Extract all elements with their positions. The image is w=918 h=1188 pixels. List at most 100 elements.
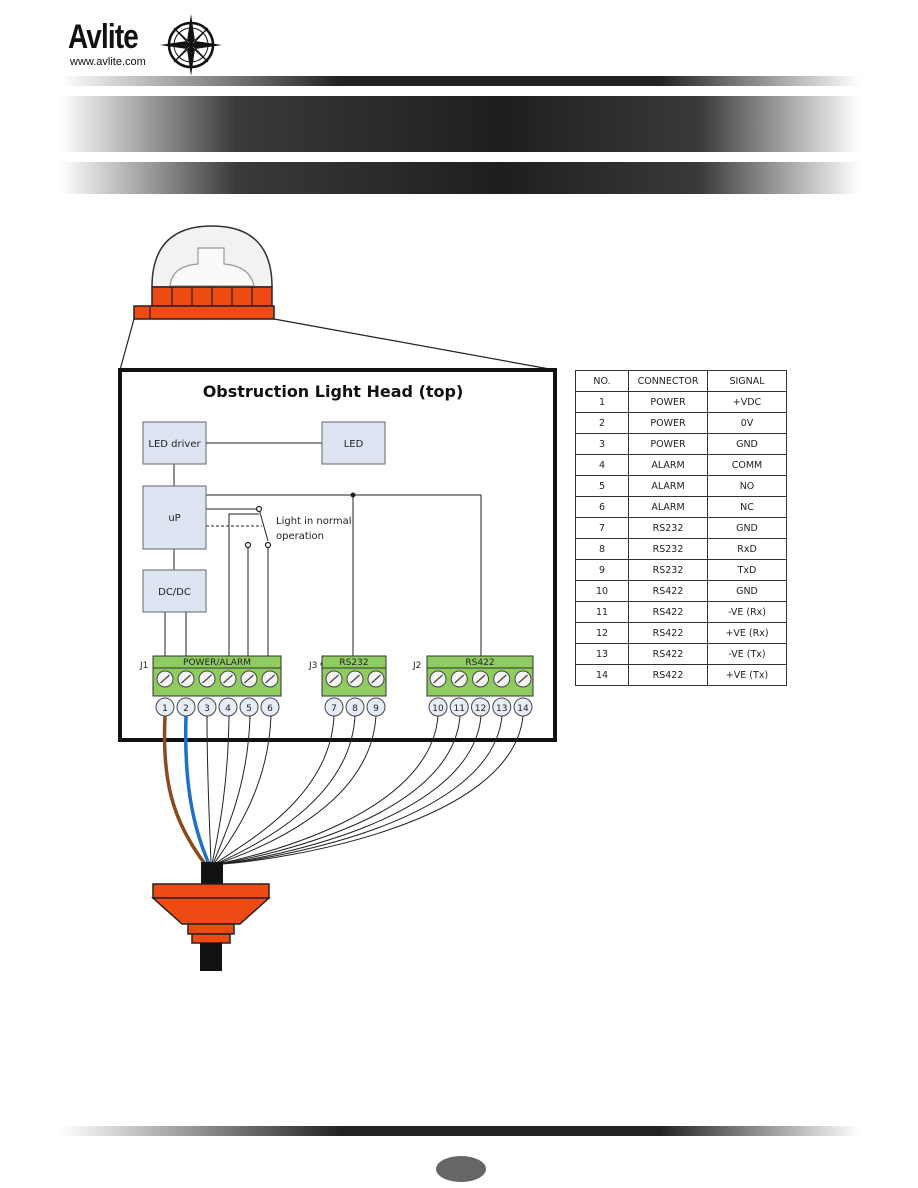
screw-slot	[371, 674, 381, 684]
cell-connector: ALARM	[628, 475, 708, 497]
header-rule	[60, 76, 860, 86]
pin-label: 2	[183, 704, 189, 714]
light-base	[151, 862, 271, 971]
screw-slot	[496, 674, 507, 684]
cell-connector: RS422	[628, 622, 708, 644]
table-header-row: NO. CONNECTOR SIGNAL	[575, 370, 787, 392]
svg-text:uP: uP	[168, 513, 180, 524]
pin-label: 9	[373, 704, 379, 714]
screw-slot	[475, 674, 486, 684]
cell-no: 6	[575, 496, 629, 518]
cell-no: 11	[575, 601, 629, 623]
cell-signal: -VE (Rx)	[707, 601, 787, 623]
screw-slot	[265, 674, 275, 684]
terminal-screws	[156, 670, 532, 688]
cell-signal: +VDC	[707, 391, 787, 413]
pin-circle	[449, 697, 469, 717]
cell-no: 8	[575, 538, 629, 560]
pin-label: 7	[331, 704, 337, 714]
switch-label-line2: operation	[276, 531, 324, 542]
svg-text:LED: LED	[344, 439, 364, 450]
svg-text:LED driver: LED driver	[148, 439, 201, 450]
cell-no: 7	[575, 517, 629, 539]
cell-no: 14	[575, 664, 629, 686]
svg-text:RS422: RS422	[465, 658, 494, 668]
svg-text:J2: J2	[412, 661, 421, 671]
cell-signal: NO	[707, 475, 787, 497]
cell-connector: RS422	[628, 601, 708, 623]
cell-connector: POWER	[628, 433, 708, 455]
screw-slot	[433, 674, 443, 684]
cell-connector: RS232	[628, 559, 708, 581]
col-connector: CONNECTOR	[628, 370, 708, 392]
cell-signal: -VE (Tx)	[707, 643, 787, 665]
cell-signal: +VE (Rx)	[707, 622, 787, 644]
pin-label: 6	[267, 704, 273, 714]
svg-text:DC/DC: DC/DC	[158, 587, 191, 598]
footer-rule	[60, 1126, 860, 1136]
cell-connector: POWER	[628, 391, 708, 413]
col-signal: SIGNAL	[707, 370, 787, 392]
svg-text:RS232: RS232	[339, 658, 368, 668]
svg-text:POWER/ALARM: POWER/ALARM	[183, 658, 251, 668]
cell-signal: RxD	[707, 538, 787, 560]
cell-no: 9	[575, 559, 629, 581]
screw-slot	[329, 674, 339, 684]
svg-text:J3: J3	[308, 661, 317, 671]
cell-signal: TxD	[707, 559, 787, 581]
pin-circle	[260, 697, 280, 717]
pin-circle	[218, 697, 238, 717]
cell-signal: +VE (Tx)	[707, 664, 787, 686]
col-no: NO.	[575, 370, 629, 392]
pin-label: 11	[454, 704, 465, 714]
page-number-badge	[436, 1156, 486, 1182]
pin-label: 13	[496, 704, 507, 714]
pin-label: 4	[225, 704, 231, 714]
dcdc-block: DC/DC	[142, 569, 207, 613]
cell-no: 3	[575, 433, 629, 455]
screw-slot	[181, 674, 191, 684]
pin-label: 1	[162, 704, 168, 714]
pin-label: 8	[352, 704, 358, 714]
screw-slot	[350, 674, 360, 684]
led-block: LED	[321, 421, 386, 465]
cell-no: 2	[575, 412, 629, 434]
logo-url: www.avlite.com	[70, 56, 146, 68]
pin-label: 5	[246, 704, 252, 714]
avlite-logo: Avlite www.avlite.com	[66, 14, 226, 76]
pin-label: 3	[204, 704, 210, 714]
cable-wires	[162, 715, 524, 866]
led-driver-block: LED driver	[142, 421, 207, 465]
cell-no: 13	[575, 643, 629, 665]
logo-wordmark: Avlite	[68, 18, 139, 56]
pin-label: 10	[432, 704, 444, 714]
cell-signal: 0V	[707, 412, 787, 434]
cell-no: 4	[575, 454, 629, 476]
screw-slot	[454, 674, 465, 684]
cell-signal: GND	[707, 433, 787, 455]
light-head-top	[133, 225, 275, 320]
cell-no: 12	[575, 622, 629, 644]
cell-signal: NC	[707, 496, 787, 518]
diagram-title: Obstruction Light Head (top)	[203, 382, 464, 401]
screw-slot	[160, 674, 170, 684]
microprocessor-block: uP	[142, 485, 207, 550]
title-band	[60, 96, 860, 152]
cell-connector: RS422	[628, 643, 708, 665]
switch-label-line1: Light in normal	[276, 516, 351, 527]
cell-signal: GND	[707, 580, 787, 602]
cell-connector: POWER	[628, 412, 708, 434]
cell-connector: RS232	[628, 538, 708, 560]
